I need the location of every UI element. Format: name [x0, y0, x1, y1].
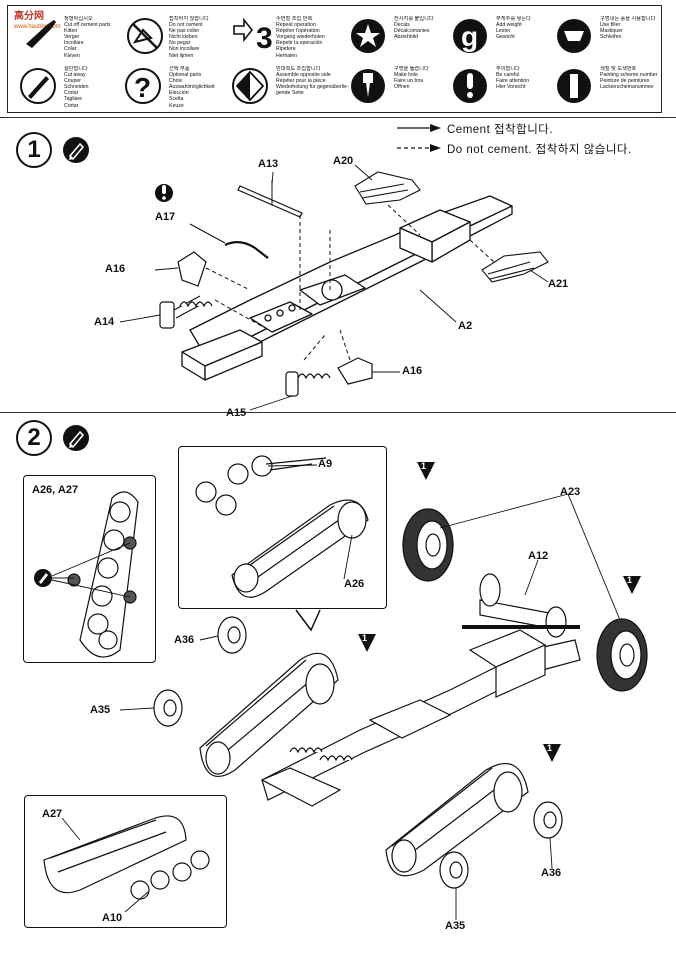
step-1-glue-icon [63, 137, 89, 163]
part-a21-leaf-spring [469, 239, 549, 283]
step-1-leader-lines [119, 164, 549, 411]
step-2-number: 2 [16, 420, 52, 456]
step-2-chassis [260, 573, 581, 807]
caution-icon [453, 69, 487, 103]
part-a23-wheel-left [402, 508, 454, 582]
cut-icon [20, 68, 56, 104]
part-a20-leaf-spring [354, 171, 421, 236]
label-a14: A14 [94, 316, 115, 328]
label-a17: A17 [155, 211, 176, 223]
label-a15: A15 [226, 407, 247, 419]
step-1-number: 1 [16, 132, 52, 168]
marker-1-c: 1 [362, 633, 368, 643]
part-a16-lower [337, 329, 373, 385]
no-cement-arrow [397, 144, 441, 152]
part-a23-wheel-right [596, 618, 648, 692]
marker-1-b: 1 [627, 575, 633, 585]
part-a15-spring [285, 334, 331, 397]
label-a16-upper: A16 [105, 263, 126, 275]
label-a36-right: A36 [541, 867, 562, 879]
label-a26: A26 [344, 578, 365, 590]
marker-1-a: 1 [421, 461, 427, 471]
part-a17-pipe [189, 223, 269, 259]
label-a27: A27 [42, 808, 63, 820]
label-a13: A13 [258, 158, 279, 170]
no-cement-label: Do not cement. 접착하지 않습니다. [447, 144, 632, 156]
upper-inset-track [195, 455, 369, 598]
no-cement-icon [127, 18, 163, 54]
label-a2: A2 [458, 320, 473, 332]
label-a20: A20 [333, 155, 354, 167]
track-left [199, 652, 339, 778]
watermark: 高分网 www.hasbbc.com [14, 11, 61, 31]
section-divider-middle [0, 412, 676, 413]
lower-inset-track [43, 815, 210, 900]
paint-icon [557, 69, 591, 103]
svg-text:3: 3 [256, 22, 273, 55]
label-a35-left: A35 [90, 704, 111, 716]
section-divider-top [0, 117, 676, 118]
part-a35-left [153, 689, 183, 727]
inset-pointer [295, 609, 321, 632]
caution-icon [155, 184, 173, 202]
inset-glue-icon [34, 542, 131, 598]
question-icon: ? [125, 68, 161, 104]
cement-label: Cement 접착합니다. [447, 124, 554, 136]
inset-track-zoom-lower [24, 795, 227, 928]
step-1-chassis [181, 195, 513, 381]
label-a35-bottom: A35 [445, 920, 466, 932]
paint-marker-1-group [358, 462, 641, 762]
label-a26-a27: A26, A27 [32, 484, 79, 496]
part-a35-bottom [439, 851, 469, 889]
inset-track-detail [23, 475, 156, 663]
drill-icon [351, 69, 385, 103]
svg-text:?: ? [134, 72, 151, 103]
part-a16-upper [177, 251, 251, 291]
track-right [385, 762, 529, 877]
cement-arrow [397, 124, 441, 132]
label-a9: A9 [318, 458, 333, 470]
repeat-icon: 3 [233, 17, 273, 55]
part-a14-spring [159, 295, 266, 329]
weight-icon: g [453, 19, 487, 53]
track-side-diagram [67, 491, 139, 658]
label-a21: A21 [548, 278, 569, 290]
bowl-icon [557, 19, 591, 53]
label-a23: A23 [560, 486, 581, 498]
label-a12: A12 [528, 550, 549, 562]
step-2-leader-lines [61, 464, 621, 920]
label-a16-lower: A16 [402, 365, 423, 377]
svg-text:g: g [461, 21, 478, 52]
part-a36-right [533, 801, 563, 839]
marker-1-d: 1 [547, 743, 553, 753]
step-2-glue-icon [63, 425, 89, 451]
label-a10: A10 [102, 912, 123, 924]
knife-icon [26, 20, 56, 48]
star-icon [351, 19, 385, 53]
opposite-side-icon [232, 68, 268, 104]
label-a36-left: A36 [174, 634, 195, 646]
part-a36-left [217, 616, 247, 654]
inset-track-zoom-upper [178, 446, 387, 609]
